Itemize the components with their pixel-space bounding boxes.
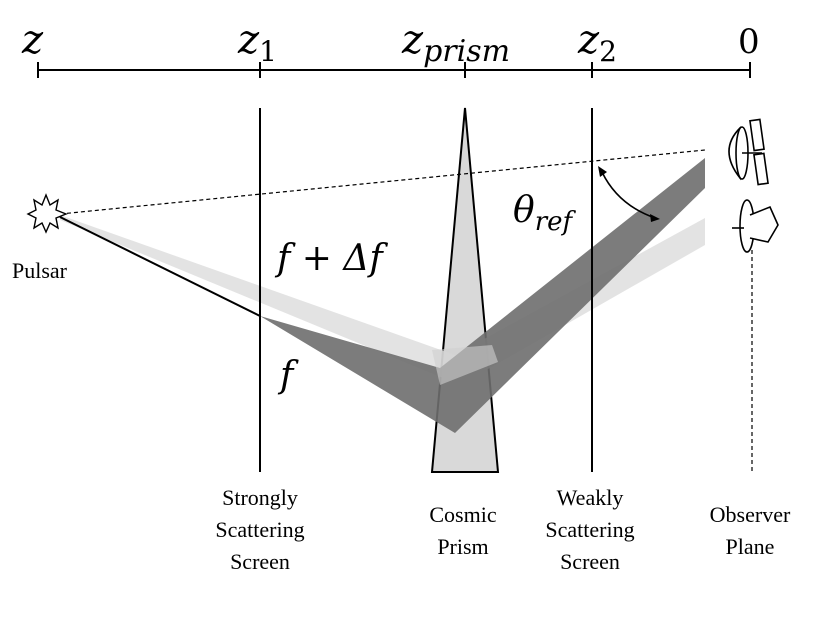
prism-label: Cosmic Prism [429, 502, 496, 559]
zero-axis-label: 0 [738, 22, 760, 62]
radio-telescope-icon [732, 199, 779, 253]
weak-screen-label: Weakly Scattering Screen [545, 485, 634, 574]
strong-screen-line-2: Scattering [215, 517, 304, 542]
z-axis-label: z [21, 17, 44, 63]
weak-screen-line-1: Weakly [557, 485, 624, 510]
theta-ref-arc [601, 171, 656, 219]
line-of-sight [59, 149, 706, 215]
theta-arc-arrowhead-top [598, 166, 607, 177]
strong-screen-line-3: Screen [230, 549, 290, 574]
strong-screen-label: Strongly Scattering Screen [215, 485, 304, 574]
beam-dark-frequency [260, 158, 705, 433]
pulsar-label: Pulsar [12, 258, 68, 283]
observer-line-2: Plane [726, 534, 775, 559]
f-label: f [277, 355, 299, 396]
satellite-dish-icon [728, 118, 769, 186]
theta-arc-arrowhead-bottom [650, 214, 660, 222]
observer-label: Observer Plane [710, 502, 791, 559]
pulsar-star-icon [26, 193, 68, 234]
pulsar-ray [59, 216, 261, 317]
prism-line-2: Prism [437, 534, 488, 559]
zprism-axis-label: zprism [401, 17, 510, 69]
observer-line-1: Observer [710, 502, 791, 527]
z2-axis-label: z2 [577, 17, 617, 68]
beam-light-overlay [432, 345, 498, 385]
f-plus-delta-f-label: f + Δf [274, 238, 388, 279]
weak-screen-line-3: Screen [560, 549, 620, 574]
theta-ref-label: θref [513, 190, 577, 237]
strong-screen-line-1: Strongly [222, 485, 298, 510]
z1-axis-label: z1 [237, 17, 277, 68]
prism-line-1: Cosmic [429, 502, 496, 527]
weak-screen-line-2: Scattering [545, 517, 634, 542]
